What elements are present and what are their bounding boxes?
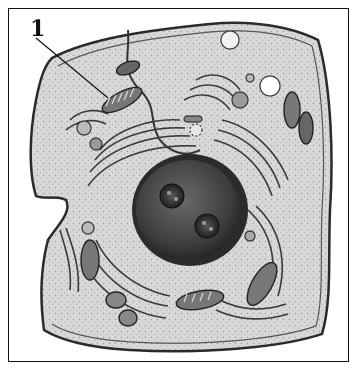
nucleus-icon	[132, 154, 248, 266]
label-1: 1	[30, 16, 45, 42]
